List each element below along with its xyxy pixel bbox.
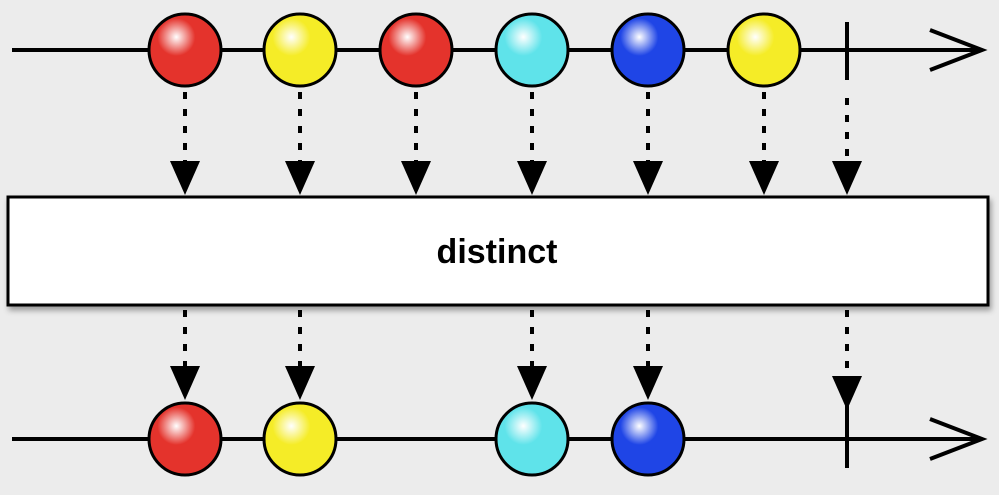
input-arrow-1 <box>170 92 200 195</box>
operator-box: distinct <box>6 195 990 307</box>
output-marble-cyan <box>494 401 570 477</box>
output-arrow-2 <box>285 310 315 400</box>
input-arrows <box>170 92 862 195</box>
input-arrow-6 <box>749 92 779 195</box>
operator-label: distinct <box>437 233 558 271</box>
input-arrow-5 <box>633 92 663 195</box>
input-marbles <box>147 12 802 88</box>
output-marble-blue <box>610 401 686 477</box>
input-marble-red <box>147 12 223 88</box>
input-marble-yellow <box>726 12 802 88</box>
input-marble-yellow <box>262 12 338 88</box>
output-arrow-3 <box>517 310 547 400</box>
input-arrow-4 <box>517 92 547 195</box>
output-marble-yellow <box>262 401 338 477</box>
input-arrow-3 <box>401 92 431 195</box>
output-arrows <box>170 310 862 410</box>
input-completion-arrow <box>832 98 862 195</box>
input-marble-blue <box>610 12 686 88</box>
output-marble-red <box>147 401 223 477</box>
output-marbles <box>147 401 686 477</box>
input-arrow-2 <box>285 92 315 195</box>
input-marble-cyan <box>494 12 570 88</box>
input-marble-red <box>378 12 454 88</box>
output-completion-arrow <box>832 310 862 410</box>
output-arrow-1 <box>170 310 200 400</box>
output-arrow-4 <box>633 310 663 400</box>
